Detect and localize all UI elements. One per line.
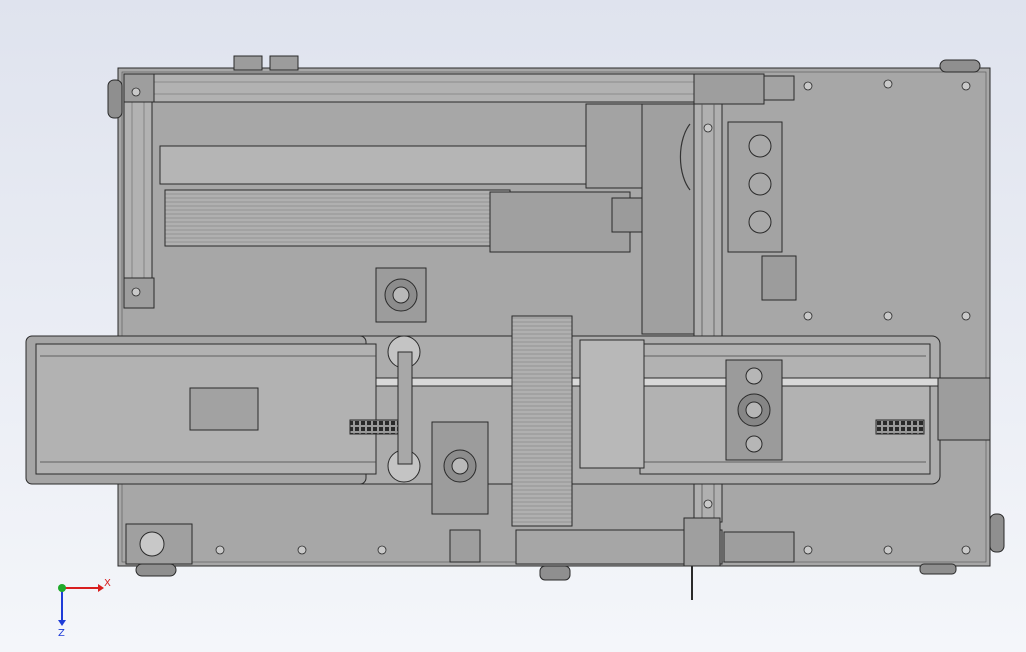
arc-guide bbox=[679, 123, 691, 191]
tool-holder bbox=[683, 517, 721, 567]
corner-bracket-tr2 bbox=[763, 75, 795, 101]
top-fitting-left bbox=[233, 55, 263, 71]
screw-holes bbox=[131, 79, 971, 555]
carriage-column-right bbox=[641, 103, 695, 335]
coordinate-triad: X Z bbox=[58, 578, 111, 639]
x-axis-arrowhead bbox=[98, 584, 104, 592]
motor-block-lower bbox=[431, 421, 489, 515]
corner-bracket-tr bbox=[693, 73, 765, 105]
y-axis-dot bbox=[58, 584, 66, 592]
z-axis-arrowhead bbox=[58, 620, 66, 626]
upper-linear-module bbox=[164, 189, 511, 247]
foot-top-left bbox=[107, 79, 123, 119]
x-axis-label: X bbox=[104, 578, 111, 589]
foot-bottom-right bbox=[919, 563, 957, 575]
roller-link bbox=[397, 351, 413, 465]
conveyor-cross-bar bbox=[375, 377, 989, 387]
top-fitting-right bbox=[269, 55, 299, 71]
foot-bottom-left bbox=[135, 563, 177, 577]
vent-grille-left bbox=[349, 419, 399, 435]
upper-module-cap bbox=[611, 197, 643, 233]
foot-top-right bbox=[939, 59, 981, 73]
top-profile bbox=[149, 73, 696, 103]
carriage-column bbox=[585, 103, 643, 189]
cable-holder-mount bbox=[761, 255, 797, 301]
central-rail bbox=[511, 315, 573, 527]
upper-module-motor bbox=[489, 191, 631, 253]
upper-guide-plate bbox=[159, 145, 631, 185]
corner-bracket-bm bbox=[449, 529, 481, 563]
z-axis-label: Z bbox=[58, 628, 65, 639]
conveyor-end-cap bbox=[937, 377, 991, 441]
foot-bottom-mid bbox=[539, 565, 571, 581]
corner-bracket-br bbox=[723, 531, 795, 563]
corner-bracket-tl bbox=[123, 73, 155, 103]
conveyor-track-right bbox=[639, 343, 931, 475]
central-housing bbox=[579, 339, 645, 469]
machine-assembly bbox=[25, 55, 1005, 600]
vent-grille-right bbox=[875, 419, 925, 435]
left-profile bbox=[123, 99, 153, 279]
foot-right-bottom bbox=[989, 513, 1005, 553]
inner-panel bbox=[189, 387, 259, 431]
